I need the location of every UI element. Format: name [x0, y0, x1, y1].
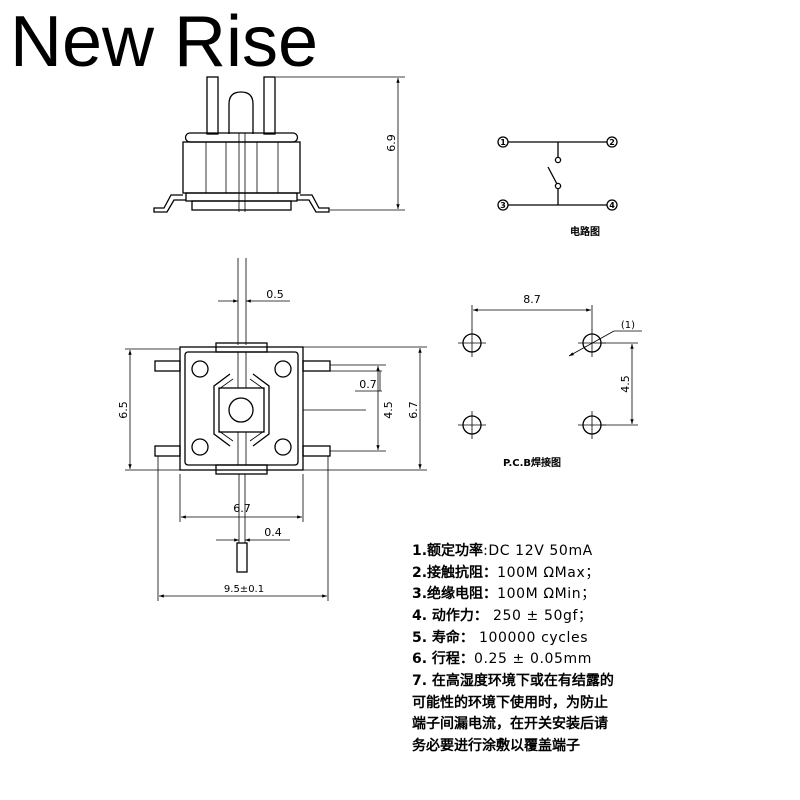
- right-foot: [297, 194, 330, 213]
- spec-line-1: 1.额定功率:DC 12V 50mA: [412, 542, 593, 559]
- spec-2-label: 2.接触抗阻：: [412, 564, 497, 581]
- pin-width-bottom-label: 0.4: [264, 526, 282, 539]
- spec-5-label: 5. 寿命：: [412, 629, 474, 646]
- lead-pitch-label: 4.5: [382, 401, 395, 419]
- switch-blade: [547, 166, 558, 185]
- base-bottom: [191, 200, 292, 211]
- overall-width-label: 9.5±0.1: [224, 584, 264, 595]
- lead-right-top: [302, 360, 331, 372]
- right-bracket: [252, 373, 270, 447]
- height-dimension: 6.9: [276, 76, 405, 211]
- note-line-4: 务必要进行涂敷以覆盖端子: [412, 737, 580, 754]
- terminal-2: 2: [606, 136, 618, 148]
- spec-1-label: 1.额定功率: [412, 542, 483, 559]
- lead-width-label: 0.7: [359, 378, 377, 391]
- spec-line-3: 3.绝缘电阻：100M ΩMin；: [412, 585, 596, 602]
- lead-right-bottom: [302, 445, 331, 457]
- side-view: 6.9: [153, 76, 405, 213]
- body-inner: [184, 351, 299, 466]
- spec-line-6: 6. 行程：0.25 ± 0.05mm: [412, 650, 592, 667]
- left-foot: [153, 194, 186, 213]
- spec-5-value: 100000 cycles: [474, 630, 588, 646]
- pcb-hole-diameter-callout: (1): [568, 320, 642, 357]
- spec-line-2: 2.接触抗阻：100M ΩMax；: [412, 564, 600, 581]
- terminal-1: 1: [497, 136, 509, 148]
- pcb-pitch-x-dimension: 8.7: [471, 293, 593, 330]
- terminal-4: 4: [606, 199, 618, 211]
- circuit-caption: 电路图: [570, 225, 600, 238]
- terminal-4-label: 4: [609, 201, 615, 210]
- body-width-label: 6.7: [233, 502, 251, 515]
- spec-6-label: 6. 行程：: [412, 650, 474, 667]
- spec-line-4: 4. 动作力： 250 ± 50gf；: [412, 607, 593, 624]
- body-depth-dimension: 6.7: [303, 346, 427, 471]
- terminal-3-label: 3: [500, 201, 506, 210]
- terminal-2-label: 2: [609, 138, 615, 147]
- spec-6-value: 0.25 ± 0.05mm: [474, 651, 592, 667]
- switch-body: [182, 141, 301, 194]
- circuit-diagram: 1 2 3 4 电路图: [497, 136, 618, 238]
- spec-2-value: 100M ΩMax；: [497, 565, 600, 581]
- right-stem: [263, 76, 276, 135]
- lead-pitch-dimension: 4.5: [303, 364, 395, 452]
- pcb-hole: [458, 329, 486, 357]
- pin-width-top-label: 0.5: [266, 288, 284, 301]
- pin-width-bottom-dimension: 0.4: [216, 526, 290, 542]
- pcb-pitch-x-label: 8.7: [523, 293, 541, 306]
- spec-line-5: 5. 寿命： 100000 cycles: [412, 629, 588, 646]
- note-line-3: 端子间漏电流，在开关安装后请: [412, 715, 608, 732]
- specifications: 1.额定功率:DC 12V 50mA 2.接触抗阻：100M ΩMax； 3.绝…: [412, 542, 614, 754]
- base-plate: [185, 192, 298, 202]
- pcb-pitch-y-label: 4.5: [619, 375, 632, 393]
- body-height-dimension: 6.5: [117, 348, 180, 471]
- overall-width-dimension: 9.5±0.1: [157, 456, 329, 601]
- note-line-2: 可能性的环境下使用时，为防止: [412, 694, 608, 711]
- corner-hole: [274, 438, 292, 456]
- body-depth-label: 6.7: [407, 401, 420, 419]
- plunger: [228, 91, 254, 134]
- spec-4-value: 250 ± 50gf；: [488, 608, 593, 624]
- lead-width-dimension: 0.7: [330, 370, 382, 392]
- note-line-1: 7. 在高湿度环境下或在有结露的: [412, 672, 614, 689]
- corner-hole: [191, 438, 209, 456]
- spec-3-value: 100M ΩMin；: [497, 586, 596, 602]
- pcb-caption: P.C.B焊接图: [503, 456, 561, 469]
- top-view: 0.5 6.5: [117, 258, 427, 601]
- pin-width-top-dimension: 0.5: [218, 288, 290, 303]
- left-stem: [206, 76, 219, 135]
- top-tab: [215, 342, 268, 353]
- terminal-1-label: 1: [500, 138, 506, 147]
- lead-left-bottom: [154, 445, 181, 457]
- upper-contact: [554, 156, 562, 164]
- pcb-hole-diameter-label: (1): [621, 320, 635, 331]
- pcb-layout: 8.7 (1): [458, 293, 642, 469]
- left-bracket: [213, 373, 231, 447]
- spec-4-label: 4. 动作力：: [412, 607, 488, 624]
- brand-title: New Rise: [10, 2, 318, 82]
- actuator-square: [218, 387, 265, 433]
- body-height-label: 6.5: [117, 401, 130, 419]
- corner-hole: [191, 360, 209, 378]
- body-width-dimension: 6.7: [179, 474, 304, 522]
- lead-left-top: [154, 360, 181, 372]
- bottom-tab: [215, 464, 268, 475]
- pcb-hole: [458, 411, 486, 439]
- terminal-3: 3: [497, 199, 509, 211]
- actuator-button: [228, 397, 254, 423]
- lower-contact: [554, 182, 562, 190]
- spec-1-value: :DC 12V 50mA: [483, 543, 593, 559]
- corner-hole: [274, 360, 292, 378]
- height-dim-label: 6.9: [385, 134, 398, 152]
- spec-3-label: 3.绝缘电阻：: [412, 585, 497, 602]
- body-outline: [179, 346, 304, 471]
- bottom-pin: [236, 542, 248, 573]
- cap-band: [184, 132, 299, 143]
- pcb-pitch-y-dimension: 4.5: [600, 342, 638, 426]
